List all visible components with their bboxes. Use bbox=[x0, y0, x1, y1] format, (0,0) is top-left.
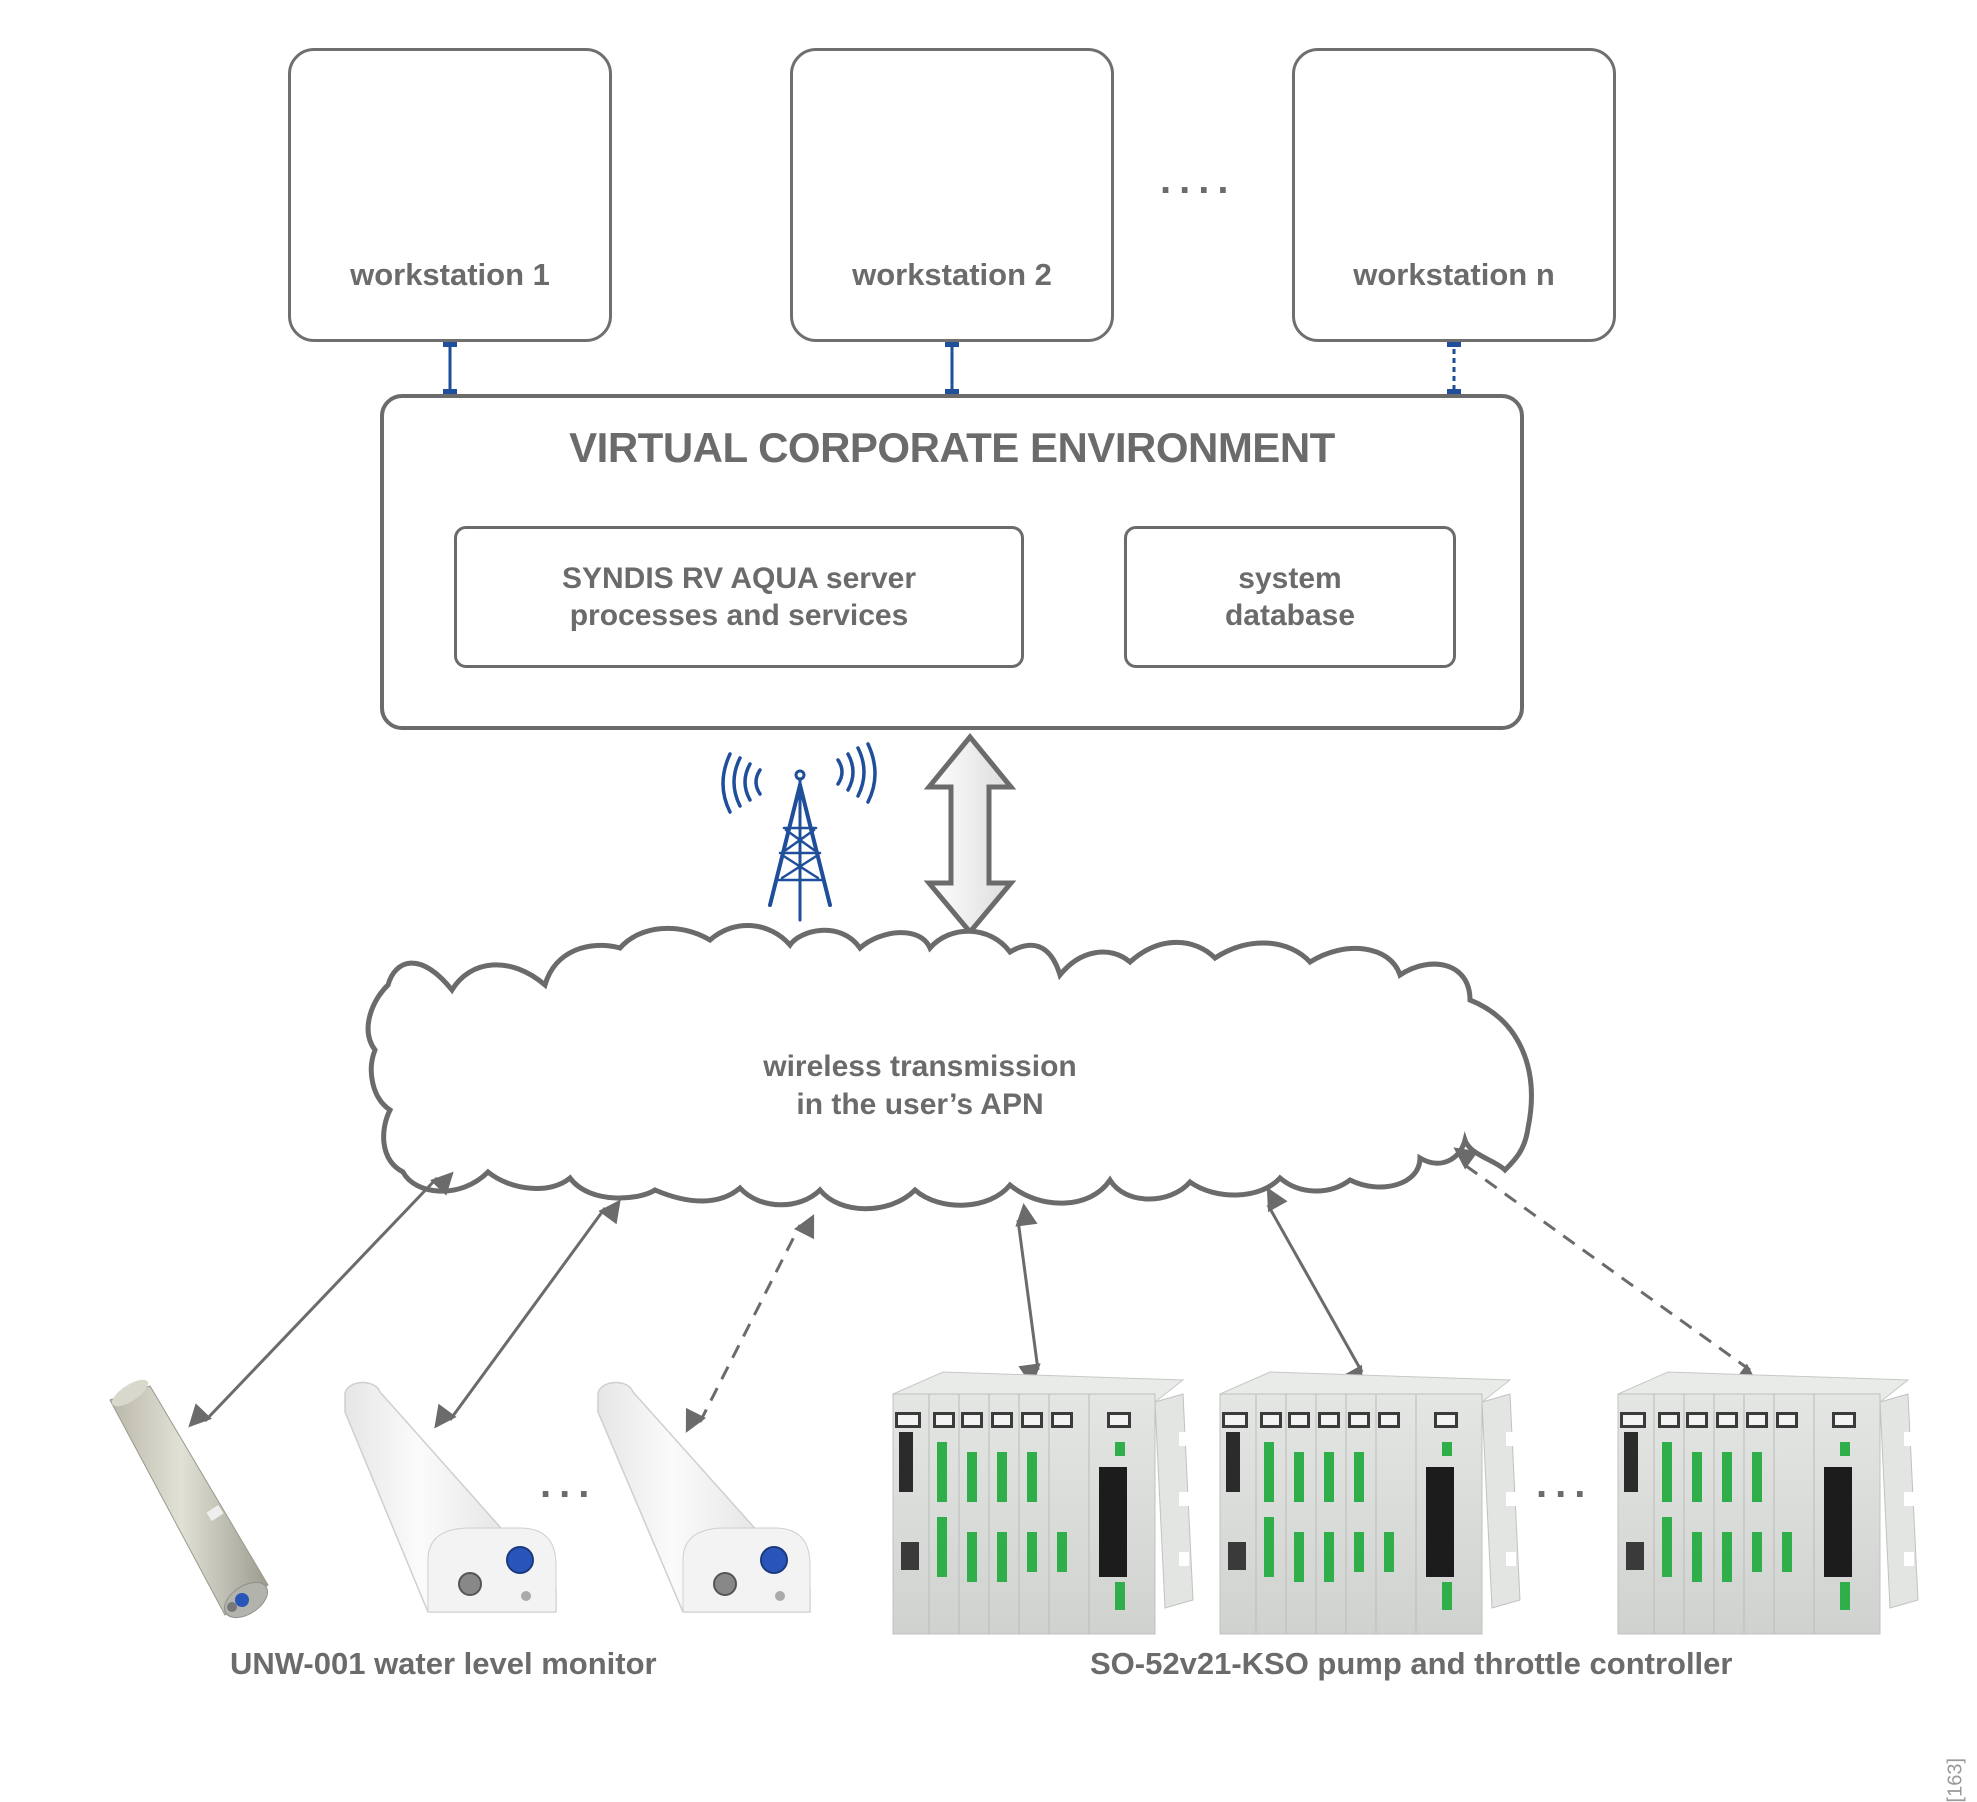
cloud-label-line1: wireless transmission bbox=[763, 1050, 1077, 1083]
workstation-ellipsis: .... bbox=[1160, 158, 1237, 202]
device-pump-controller bbox=[1219, 1371, 1521, 1635]
monitor-caption: UNW-001 water level monitor bbox=[230, 1646, 657, 1681]
link-monitor-n bbox=[685, 1214, 815, 1433]
signal-waves-icon bbox=[721, 742, 877, 814]
workstation-card: workstation n bbox=[1292, 48, 1616, 342]
database-box-line2: database bbox=[1224, 599, 1356, 632]
link-controller-1 bbox=[1015, 1203, 1041, 1387]
server-box-line2: processes and services bbox=[569, 599, 909, 632]
network-cloud-shape bbox=[365, 923, 1534, 1212]
vce-title: VIRTUAL CORPORATE ENVIRONMENT bbox=[569, 424, 1335, 471]
controller-ellipsis: ... bbox=[1536, 1462, 1594, 1506]
device-pump-controller bbox=[1617, 1371, 1919, 1635]
antenna-tower-icon bbox=[768, 769, 832, 922]
workstation-label: workstation 2 bbox=[852, 257, 1052, 292]
link-monitor-1 bbox=[188, 1171, 454, 1428]
controller-caption: SO-52v21-KSO pump and throttle controlle… bbox=[1090, 1646, 1733, 1681]
page-reference: [163] bbox=[1944, 1758, 1966, 1802]
server-processes-box: SYNDIS RV AQUA server processes and serv… bbox=[454, 526, 1024, 668]
link-controller-n bbox=[1453, 1147, 1759, 1386]
workstation-label: workstation 1 bbox=[350, 257, 550, 292]
workstation-card: workstation 1 bbox=[288, 48, 612, 342]
workstation-label: workstation n bbox=[1353, 257, 1555, 292]
cloud-label: wireless transmission in the user’s APN bbox=[640, 1048, 1200, 1124]
device-links bbox=[188, 1147, 1759, 1433]
device-water-level-enclosure bbox=[344, 1381, 557, 1613]
database-box-line1: system bbox=[1238, 562, 1342, 595]
device-water-level-enclosure bbox=[597, 1381, 811, 1613]
cloud-label-line2: in the user’s APN bbox=[796, 1088, 1044, 1121]
device-pump-controller bbox=[892, 1371, 1194, 1635]
device-water-level-probe bbox=[109, 1379, 269, 1619]
link-monitor-2 bbox=[434, 1199, 621, 1429]
bidirectional-arrow-icon bbox=[923, 733, 1017, 936]
link-controller-2 bbox=[1266, 1187, 1364, 1390]
workstation-connectors bbox=[443, 333, 1461, 403]
virtual-corporate-environment: VIRTUAL CORPORATE ENVIRONMENT SYNDIS RV … bbox=[380, 394, 1524, 730]
workstation-card: workstation 2 bbox=[790, 48, 1114, 342]
system-database-box: system database bbox=[1124, 526, 1456, 668]
monitor-ellipsis: ... bbox=[540, 1462, 598, 1506]
server-box-line1: SYNDIS RV AQUA server bbox=[561, 562, 917, 595]
